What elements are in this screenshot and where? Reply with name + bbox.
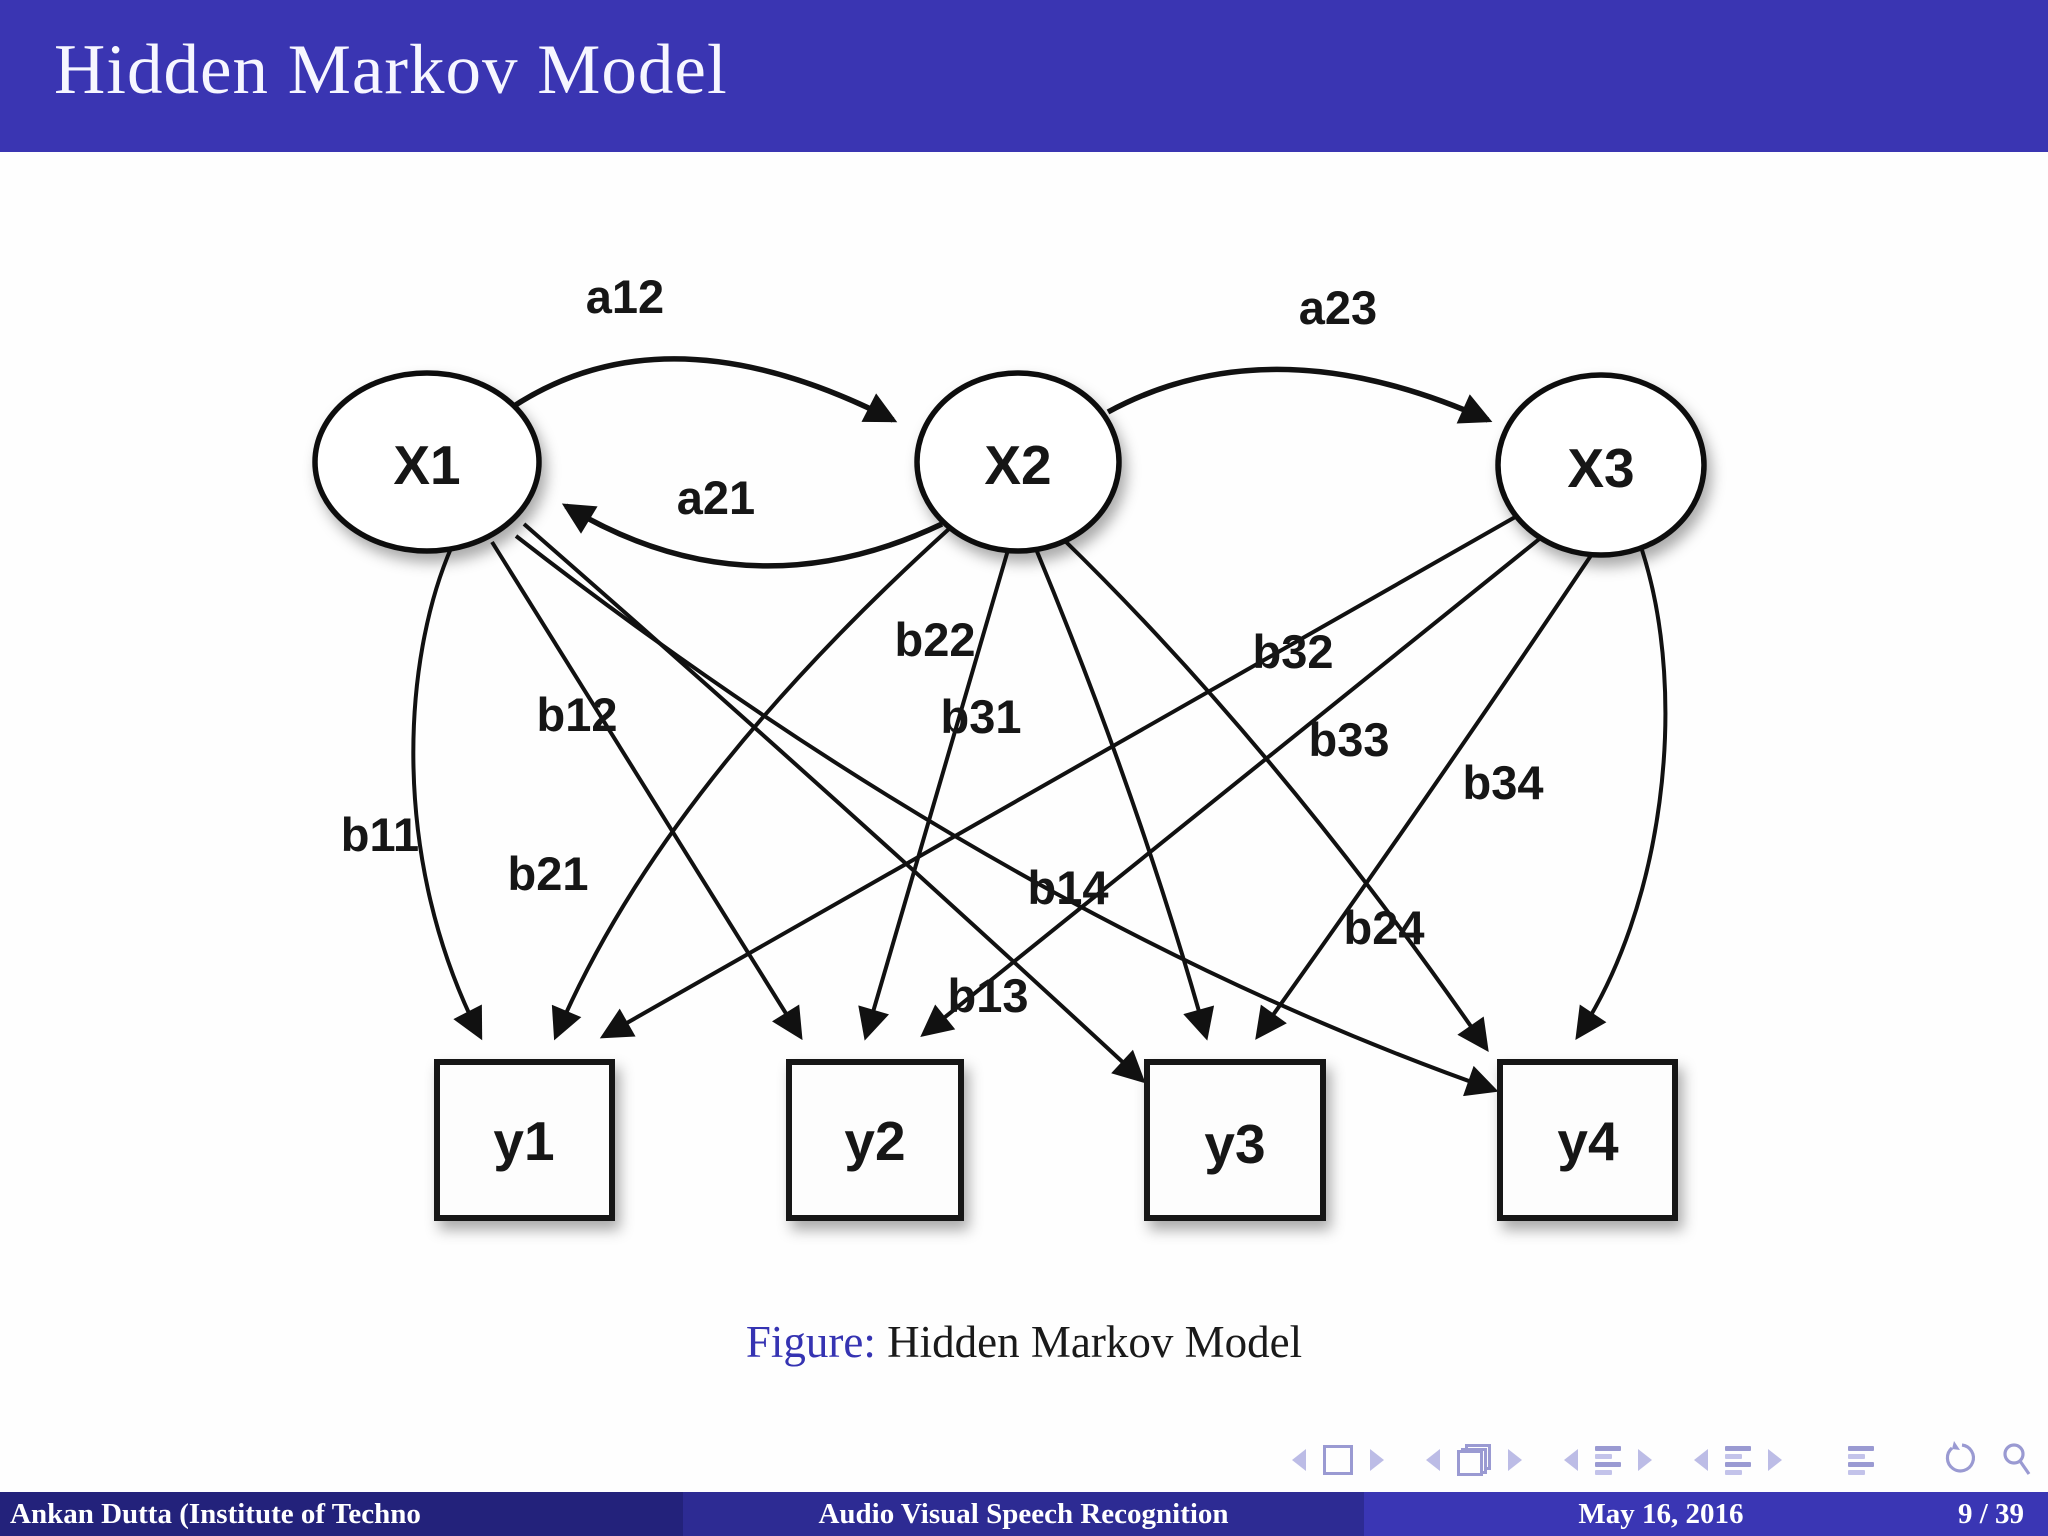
footer-page-number: 9 / 39 [1957,1497,2024,1530]
edge-b24 [1060,536,1489,1052]
label-b12: b12 [537,688,618,741]
subsection-icon[interactable] [1725,1445,1751,1475]
label-b13: b13 [948,969,1029,1022]
slide-icon[interactable] [1323,1445,1353,1475]
node-y1-label: y1 [493,1110,554,1172]
footline: Ankan Dutta (Institute of Techno Audio V… [0,1492,2048,1536]
figure-caption: Figure: Hidden Markov Model [0,1316,2048,1368]
next-subsection-icon[interactable] [1768,1449,1782,1471]
node-x3-label: X3 [1567,437,1634,499]
undo-icon[interactable] [1940,1440,1980,1480]
footer-author: Ankan Dutta (Institute of Techno [10,1497,421,1530]
hidden-state-nodes: X1 X2 X3 [312,370,1707,558]
edge-b14 [514,534,1499,1097]
label-b14: b14 [1028,861,1109,914]
slide-title-bar: Hidden Markov Model [0,0,2048,152]
label-a23: a23 [1299,281,1377,334]
label-b31: b31 [941,690,1022,743]
edge-b13 [522,522,1146,1084]
node-x3 [1495,372,1707,558]
edge-b34 [1575,549,1668,1040]
footer-date: May 16, 2016 [1578,1497,1744,1530]
footer-author-box: Ankan Dutta (Institute of Techno [0,1492,683,1536]
label-b21: b21 [508,847,589,900]
edge-b33 [1255,552,1594,1040]
node-y3-label: y3 [1204,1113,1265,1175]
label-a21: a21 [677,471,755,524]
figure-caption-text: Hidden Markov Model [887,1317,1303,1367]
edge-b31 [599,510,1525,1039]
edge-b32 [920,530,1550,1038]
footer-title-box: Audio Visual Speech Recognition [683,1492,1364,1536]
label-a12: a12 [586,270,664,323]
next-frame-icon[interactable] [1508,1449,1522,1471]
node-x1 [312,370,542,554]
node-x2-label: X2 [984,434,1051,496]
edge-a21 [561,503,944,569]
node-x1-label: X1 [393,434,460,496]
search-icon[interactable] [1997,1440,2037,1480]
node-y2-label: y2 [844,1110,905,1172]
edge-b22 [858,549,1010,1041]
transition-edges [506,356,1493,569]
prev-frame-icon[interactable] [1426,1449,1440,1471]
beamer-navigation-bar [1292,1434,2048,1486]
footer-date-box: May 16, 2016 9 / 39 [1364,1492,2048,1536]
figure-caption-label: Figure: [745,1317,876,1367]
label-b22: b22 [895,613,976,666]
label-b32: b32 [1253,625,1334,678]
section-icon[interactable] [1595,1445,1621,1475]
prev-slide-icon[interactable] [1292,1449,1306,1471]
edge-b21 [551,526,952,1041]
edge-b11 [411,545,483,1041]
node-y3 [1144,1059,1326,1221]
prev-subsection-icon[interactable] [1694,1449,1708,1471]
frames-icon[interactable] [1457,1444,1491,1476]
edge-a23 [1106,366,1493,424]
node-y4 [1497,1059,1678,1221]
edge-a12 [506,356,898,423]
label-b33: b33 [1309,713,1390,766]
node-y4-label: y4 [1557,1110,1619,1172]
edge-b23 [1034,548,1215,1041]
node-y2 [786,1059,964,1221]
label-b34: b34 [1463,756,1544,809]
next-section-icon[interactable] [1638,1449,1652,1471]
observation-nodes: y1 y2 y3 y4 [434,1059,1678,1221]
node-x2 [914,370,1122,554]
edge-b12 [490,540,803,1041]
slide-title: Hidden Markov Model [54,31,728,109]
label-b24: b24 [1344,901,1425,954]
prev-section-icon[interactable] [1564,1449,1578,1471]
next-slide-icon[interactable] [1370,1449,1384,1471]
label-b11: b11 [341,808,419,861]
node-y1 [434,1059,615,1221]
appendix-icon[interactable] [1848,1445,1874,1475]
emission-edges [411,510,1668,1097]
edge-labels: a12 a23 a21 b22 b32 b12 b31 b33 b34 b11 … [341,270,1544,1022]
footer-presentation-title: Audio Visual Speech Recognition [818,1497,1229,1530]
